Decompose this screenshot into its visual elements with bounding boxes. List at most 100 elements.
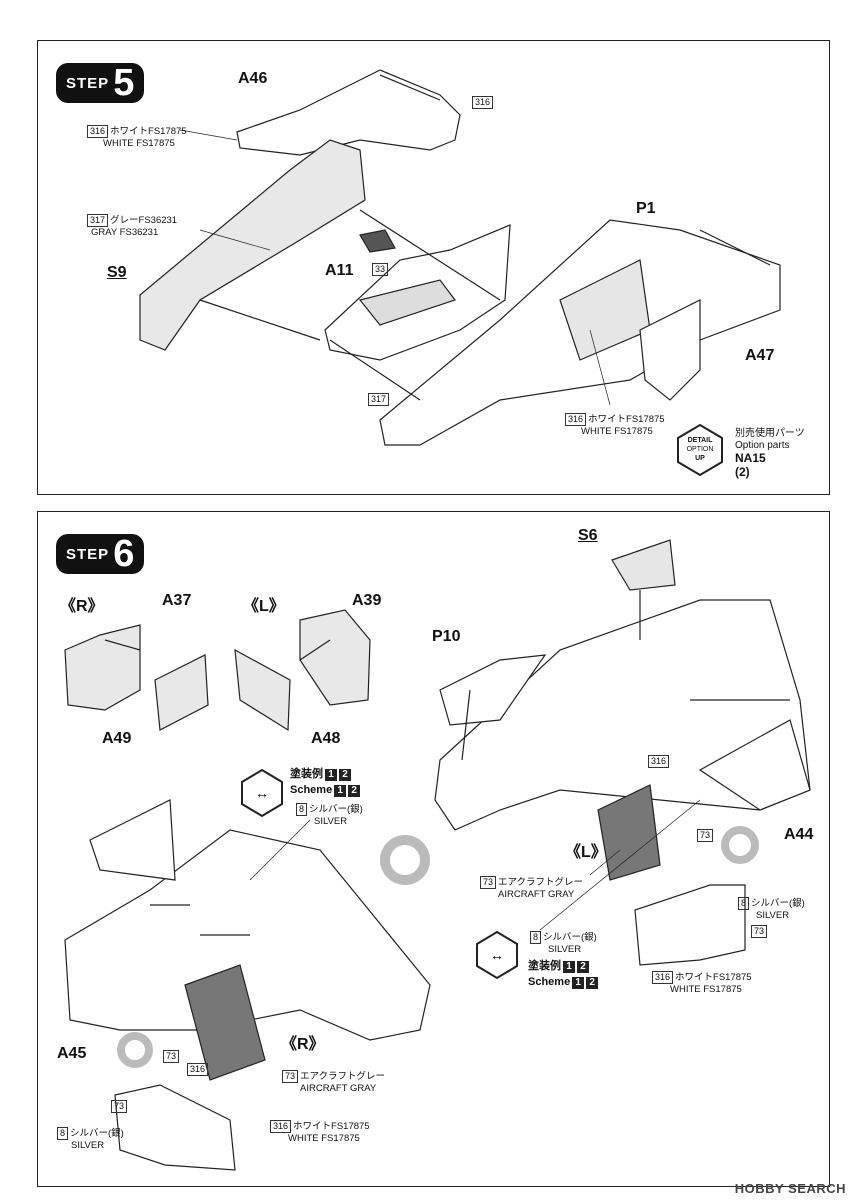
step-word: STEP — [66, 545, 110, 563]
paint-jp: エアクラフトグレー — [498, 877, 584, 888]
part-a49: A49 — [102, 730, 132, 747]
part-a46: A46 — [238, 70, 268, 87]
scheme-num: 2 — [586, 977, 599, 989]
paint-jp: ホワイトFS17875 — [675, 972, 752, 983]
part-l2: 《L》 — [565, 844, 607, 861]
paint-jp: シルバー(銀) — [543, 932, 597, 943]
paint-jp: グレーFS36231 — [110, 215, 178, 226]
option-parts-note: 別売使用パーツ Option parts NA15 (2) — [735, 428, 805, 480]
paint-en: SILVER — [71, 1140, 105, 1151]
callout-317: 317 — [368, 393, 391, 406]
paint-jp: ホワイトFS17875 — [110, 126, 187, 137]
part-a45: A45 — [57, 1045, 87, 1062]
step-word: STEP — [66, 74, 110, 92]
part-a48: A48 — [311, 730, 341, 747]
paint-code: 316 — [270, 1120, 292, 1133]
paint-jp: シルバー(銀) — [751, 898, 805, 909]
option-text: OPTION — [686, 446, 714, 453]
part-a37: A37 — [162, 592, 192, 609]
scheme-en: Scheme — [290, 784, 333, 796]
callout-box: 73 — [697, 829, 714, 842]
detail-up-label: DETAIL OPTION UP — [681, 436, 719, 463]
paint-en: WHITE FS17875 — [103, 138, 175, 149]
paint-jp: ホワイトFS17875 — [588, 414, 665, 425]
paint-code: 73 — [480, 876, 497, 889]
callout-316: 316 — [648, 755, 671, 768]
part-p1: P1 — [636, 200, 656, 217]
part-a47: A47 — [745, 347, 775, 364]
callout-316: 316 — [187, 1063, 210, 1076]
paint-en: SILVER — [756, 910, 790, 921]
part-s9: S9 — [107, 264, 127, 281]
option-qty: (2) — [735, 465, 750, 479]
paint-code: 8 — [57, 1127, 69, 1140]
callout-box: 73 — [751, 925, 768, 938]
callout-box: 73 — [111, 1100, 128, 1113]
scheme-num: 1 — [334, 785, 347, 797]
watermark: HOBBY SEARCH — [734, 1181, 846, 1196]
step-number: 5 — [113, 62, 135, 104]
callout-73: 73 — [751, 925, 769, 938]
callout-box: 316 — [187, 1063, 209, 1076]
svg-text:↔: ↔ — [490, 947, 504, 963]
part-s6: S6 — [578, 527, 598, 544]
part-a11: A11 — [325, 262, 354, 279]
part-p10: P10 — [432, 628, 461, 645]
option-jp: 別売使用パーツ — [735, 428, 805, 439]
scheme-en: Scheme — [528, 976, 571, 988]
scheme-num: 2 — [339, 769, 351, 781]
part-l: 《L》 — [243, 598, 285, 615]
paint-code: 8 — [738, 897, 750, 910]
callout-316: 316 — [472, 96, 495, 109]
callout-33: 33 — [372, 263, 390, 276]
callout-box: 317 — [368, 393, 390, 406]
callout-box: 316 — [472, 96, 494, 109]
part-a44: A44 — [784, 826, 814, 843]
callout-73: 73 — [163, 1050, 181, 1063]
paint-jp: ホワイトFS17875 — [293, 1121, 370, 1132]
callout-73: 73 — [111, 1100, 129, 1113]
paint-code: 316 — [652, 971, 674, 984]
scheme-num: 2 — [348, 785, 361, 797]
callout-box: 33 — [372, 263, 389, 276]
step6-badge: STEP 6 — [56, 534, 145, 574]
callout-box: 73 — [163, 1050, 180, 1063]
scheme-jp: 塗装例 — [290, 768, 323, 780]
paint-jp: シルバー(銀) — [70, 1128, 124, 1139]
scheme-num: 1 — [563, 961, 575, 973]
paint-en: GRAY FS36231 — [91, 227, 159, 238]
paint-code: 73 — [282, 1070, 299, 1083]
up-text: UP — [695, 455, 705, 462]
part-r: 《R》 — [60, 598, 104, 615]
callout-box: 316 — [648, 755, 670, 768]
part-r2: 《R》 — [281, 1036, 325, 1053]
paint-jp: シルバー(銀) — [309, 804, 363, 815]
scheme-num: 1 — [572, 977, 585, 989]
scheme-jp: 塗装例 — [528, 960, 561, 972]
option-code: NA15 — [735, 451, 766, 465]
paint-en: SILVER — [314, 816, 348, 827]
scheme-num: 2 — [577, 961, 589, 973]
option-en: Option parts — [735, 440, 790, 451]
paint-jp: エアクラフトグレー — [300, 1071, 386, 1082]
callout-73: 73 — [697, 829, 715, 842]
paint-en: WHITE FS17875 — [670, 984, 742, 995]
step5-badge: STEP 5 — [56, 62, 145, 104]
detail-text: DETAIL — [687, 437, 713, 444]
paint-code: 8 — [530, 931, 542, 944]
